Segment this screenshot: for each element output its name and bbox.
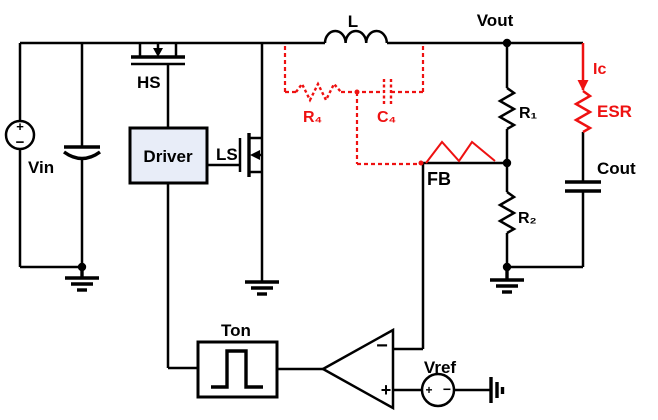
ground-vref (489, 377, 505, 403)
vref-minus-sign: − (443, 381, 451, 397)
vin-plus-sign: + (16, 119, 24, 134)
vin-source: + − (4, 119, 36, 151)
junction-dots (77, 38, 512, 272)
hs-mosfet (131, 43, 185, 66)
comparator: − + (320, 327, 395, 411)
ls-mosfet (238, 133, 262, 177)
hs-arrow (153, 48, 163, 57)
vref-plus-sign: + (425, 383, 432, 397)
wires (18, 41, 585, 392)
vout-label: Vout (477, 11, 514, 30)
vref-label: Vref (424, 358, 456, 377)
fb-label: FB (427, 169, 451, 189)
r4-resistor (295, 81, 342, 103)
ton-label: Ton (221, 321, 251, 340)
esr-resistor (573, 89, 593, 134)
ls-arrow (250, 150, 260, 160)
vin-label: Vin (28, 158, 54, 177)
r2-resistor (497, 190, 517, 235)
labels: Vin HS LS L Vout R₁ R₂ FB R₄ C₄ Ic ESR C… (28, 11, 636, 377)
esr-label: ESR (597, 102, 632, 121)
esr-branch (573, 43, 593, 134)
hs-label: HS (137, 73, 161, 92)
pulse-waveform (211, 349, 263, 389)
cout-capacitor (565, 180, 601, 193)
comparator-plus-sign: + (381, 380, 392, 400)
vref-source: + − (420, 372, 456, 408)
ton-block (196, 340, 279, 399)
injection-fb-tap (418, 160, 424, 166)
c4-label: C₄ (377, 109, 396, 126)
comparator-minus-sign: − (376, 335, 388, 357)
fb-ripple-waveform (425, 140, 496, 164)
driver-label: Driver (143, 147, 193, 166)
inductor (323, 29, 389, 44)
ic-arrowhead (577, 80, 589, 91)
ripple-injection-network (283, 46, 425, 166)
r4-c4-junction (354, 89, 360, 95)
inductor-label: L (348, 12, 358, 31)
ls-label: LS (216, 145, 238, 164)
ground-ls (245, 280, 279, 296)
r4-label: R₄ (303, 109, 322, 126)
r1-resistor (497, 86, 517, 131)
cout-label: Cout (597, 159, 636, 178)
driver-block: Driver (128, 126, 209, 185)
r2-label: R₂ (518, 210, 537, 227)
vin-minus-sign: − (16, 134, 25, 151)
r1-label: R₁ (519, 105, 538, 122)
input-capacitor (63, 145, 101, 161)
ic-label: Ic (593, 61, 606, 78)
